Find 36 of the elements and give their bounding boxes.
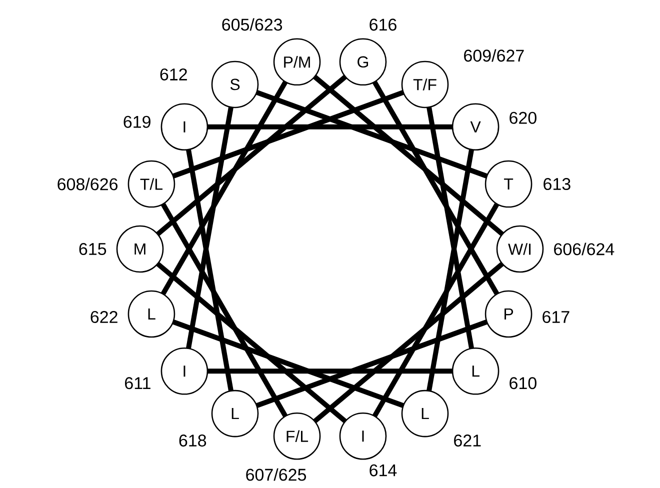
residue-number: 609/627 [464,49,524,62]
residue-number: 614 [370,464,397,476]
connector-line [426,106,474,349]
connector-line [313,74,504,236]
connector-line [426,149,474,392]
connector-line [372,80,500,296]
residue-number: 620 [510,112,536,124]
residue-number: 608/626 [58,178,118,190]
residue-number: 605/623 [222,18,282,31]
residue-number: 615 [79,242,106,256]
connector-line [256,90,488,178]
connector-line [172,320,404,408]
residue-number: 616 [370,18,396,31]
connector-line [186,149,234,392]
residue-number: 619 [124,116,150,128]
residue-number: 622 [90,310,118,323]
connector-line [156,262,347,424]
residue-number: 606/624 [554,242,614,256]
residue-number: 607/625 [246,468,306,481]
residue-number: 617 [542,310,570,323]
connector-line [372,202,500,418]
connector-line [156,74,347,236]
residue-number: 611 [125,377,150,390]
connector-line [172,90,404,178]
residue-number: 613 [544,178,570,190]
connector-line [160,202,288,418]
connector-line [160,80,288,296]
residue-number: 618 [179,434,206,447]
connector-line [313,262,504,424]
connector-line [186,106,234,349]
connector-line [256,320,488,408]
residue-number: 610 [510,377,536,390]
connector-line [208,124,452,130]
connector-line [208,368,452,374]
residue-number: 612 [160,68,187,80]
residue-number: 621 [454,434,481,447]
